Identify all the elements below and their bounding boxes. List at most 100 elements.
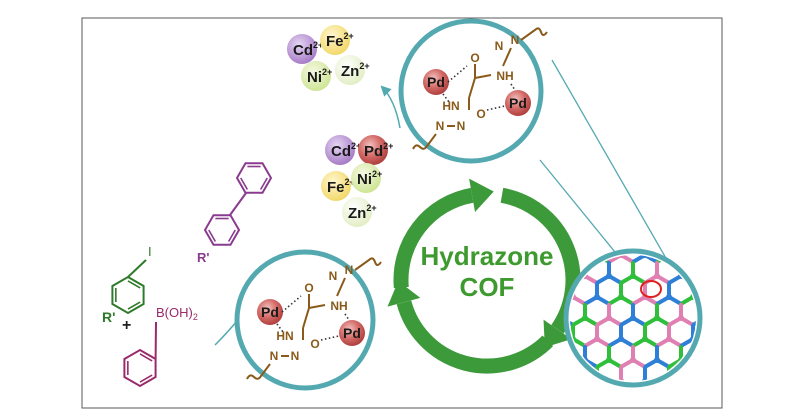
n-upper-b: N bbox=[345, 263, 354, 277]
n-upper-a: N bbox=[329, 269, 338, 283]
cof-node-239 bbox=[606, 315, 612, 321]
cof-linker-253 bbox=[691, 316, 696, 327]
cof-node-335 bbox=[654, 357, 660, 363]
cof-node-435 bbox=[726, 399, 732, 405]
coordination-bond-3 bbox=[320, 335, 340, 341]
cof-node-375 bbox=[642, 378, 648, 381]
cof-linker-305 bbox=[754, 339, 765, 346]
aryl-iodide-ring bbox=[111, 275, 145, 315]
oxygen-bottom: O bbox=[310, 337, 319, 351]
n-n-bond-upper bbox=[336, 277, 346, 297]
cof-node-43 bbox=[762, 210, 768, 216]
boronic-acid-ring-double-bond bbox=[139, 353, 153, 362]
c-i-bond bbox=[127, 259, 147, 278]
cof-network-circle bbox=[563, 210, 776, 409]
cof-linker-301 bbox=[730, 339, 741, 346]
pd-atom-left bbox=[423, 69, 449, 95]
n-lower-b: N bbox=[291, 349, 300, 363]
pd-atom-right-label: Pd bbox=[343, 325, 361, 341]
cof-node-263 bbox=[750, 315, 756, 321]
cof-linker-394 bbox=[765, 381, 776, 388]
cof-linker-213 bbox=[730, 297, 741, 304]
cof-node-127 bbox=[738, 252, 744, 258]
cycle-arc-2 bbox=[396, 300, 554, 374]
cof-linker-82 bbox=[729, 234, 740, 241]
ion-ni-label: Ni2+ bbox=[357, 169, 382, 188]
ion-zn-label: Zn2+ bbox=[341, 61, 370, 80]
highlight-ring bbox=[640, 280, 662, 298]
cof-node-243 bbox=[630, 315, 636, 321]
cof-linker-350 bbox=[753, 360, 764, 367]
cof-node-131 bbox=[762, 252, 768, 258]
cof-node-107 bbox=[618, 255, 624, 258]
cof-node-395 bbox=[762, 378, 768, 384]
biaryl-bond bbox=[229, 192, 247, 216]
cof-node-155 bbox=[630, 273, 636, 279]
cof-linker-41 bbox=[754, 213, 765, 220]
biaryl-product bbox=[203, 162, 273, 246]
n-lower-a: N bbox=[270, 349, 279, 363]
cof-node-247 bbox=[654, 315, 660, 321]
iodo-label: I bbox=[148, 244, 152, 259]
chain-lower bbox=[412, 133, 437, 150]
ion-cd bbox=[325, 135, 355, 165]
chain-upper bbox=[520, 27, 548, 41]
cof-node-351 bbox=[750, 357, 756, 363]
cof-node-371 bbox=[618, 378, 624, 381]
cof-node-171 bbox=[726, 273, 732, 279]
coordination-bond-1 bbox=[447, 65, 468, 83]
cof-linker-261 bbox=[742, 318, 753, 325]
cof-linker-170 bbox=[729, 276, 740, 283]
cof-linker-85 bbox=[742, 234, 753, 241]
cof-linker-218 bbox=[765, 297, 776, 304]
recycling-arrows bbox=[387, 178, 581, 374]
cof-node-219 bbox=[762, 294, 768, 300]
coordination-bond-2 bbox=[442, 93, 450, 103]
cof-node-347 bbox=[726, 357, 732, 363]
cof-linker-393 bbox=[754, 381, 765, 388]
oxygen-top: O bbox=[470, 51, 479, 65]
cof-linker-130 bbox=[765, 255, 776, 262]
ion-cd-label: Cd2+ bbox=[331, 141, 361, 160]
cof-node-159 bbox=[654, 273, 660, 279]
cof-node-235 bbox=[582, 315, 588, 321]
cof-linker-389 bbox=[730, 381, 741, 388]
cof-linker-174 bbox=[753, 276, 764, 283]
cof-node-195 bbox=[618, 294, 624, 300]
cof-node-215 bbox=[738, 294, 744, 300]
cof-linker-86 bbox=[753, 234, 764, 241]
cof-network-structure bbox=[570, 210, 776, 409]
cof-linker-38 bbox=[741, 213, 752, 220]
arrow-to-leached-metals bbox=[380, 85, 401, 129]
cof-linker-437 bbox=[742, 402, 753, 409]
cof-linker-214 bbox=[741, 297, 752, 304]
nh-right: NH bbox=[330, 299, 347, 313]
ion-cd-label: Cd2+ bbox=[293, 40, 323, 59]
hydrazone-label: Hydrazone bbox=[421, 241, 554, 271]
r-prime-product: R' bbox=[197, 250, 209, 265]
oxygen-top: O bbox=[304, 281, 313, 295]
cof-linker-306 bbox=[765, 339, 776, 346]
biaryl-ring-upper bbox=[235, 162, 273, 194]
cof-label: COF bbox=[460, 272, 515, 302]
ion-ni bbox=[301, 61, 331, 91]
cof-linker-262 bbox=[753, 318, 764, 325]
ion-cd bbox=[287, 34, 317, 64]
ion-ni bbox=[351, 163, 381, 193]
cof-node-175 bbox=[750, 273, 756, 279]
cof-linker-126 bbox=[741, 255, 752, 262]
coordination-bond-3 bbox=[486, 105, 506, 111]
cof-linker-42 bbox=[765, 213, 776, 220]
cof-node-83 bbox=[726, 231, 732, 237]
cof-node-287 bbox=[642, 336, 648, 342]
cof-linker-230 bbox=[570, 316, 575, 327]
cycle-arrowhead-1 bbox=[543, 319, 572, 348]
cof-linker-173 bbox=[742, 276, 753, 283]
cof-node-87 bbox=[750, 231, 756, 237]
chain-lower bbox=[246, 363, 271, 380]
aryl-iodide-ring-double-bond bbox=[127, 280, 141, 289]
coordination-bond-1 bbox=[281, 295, 302, 313]
